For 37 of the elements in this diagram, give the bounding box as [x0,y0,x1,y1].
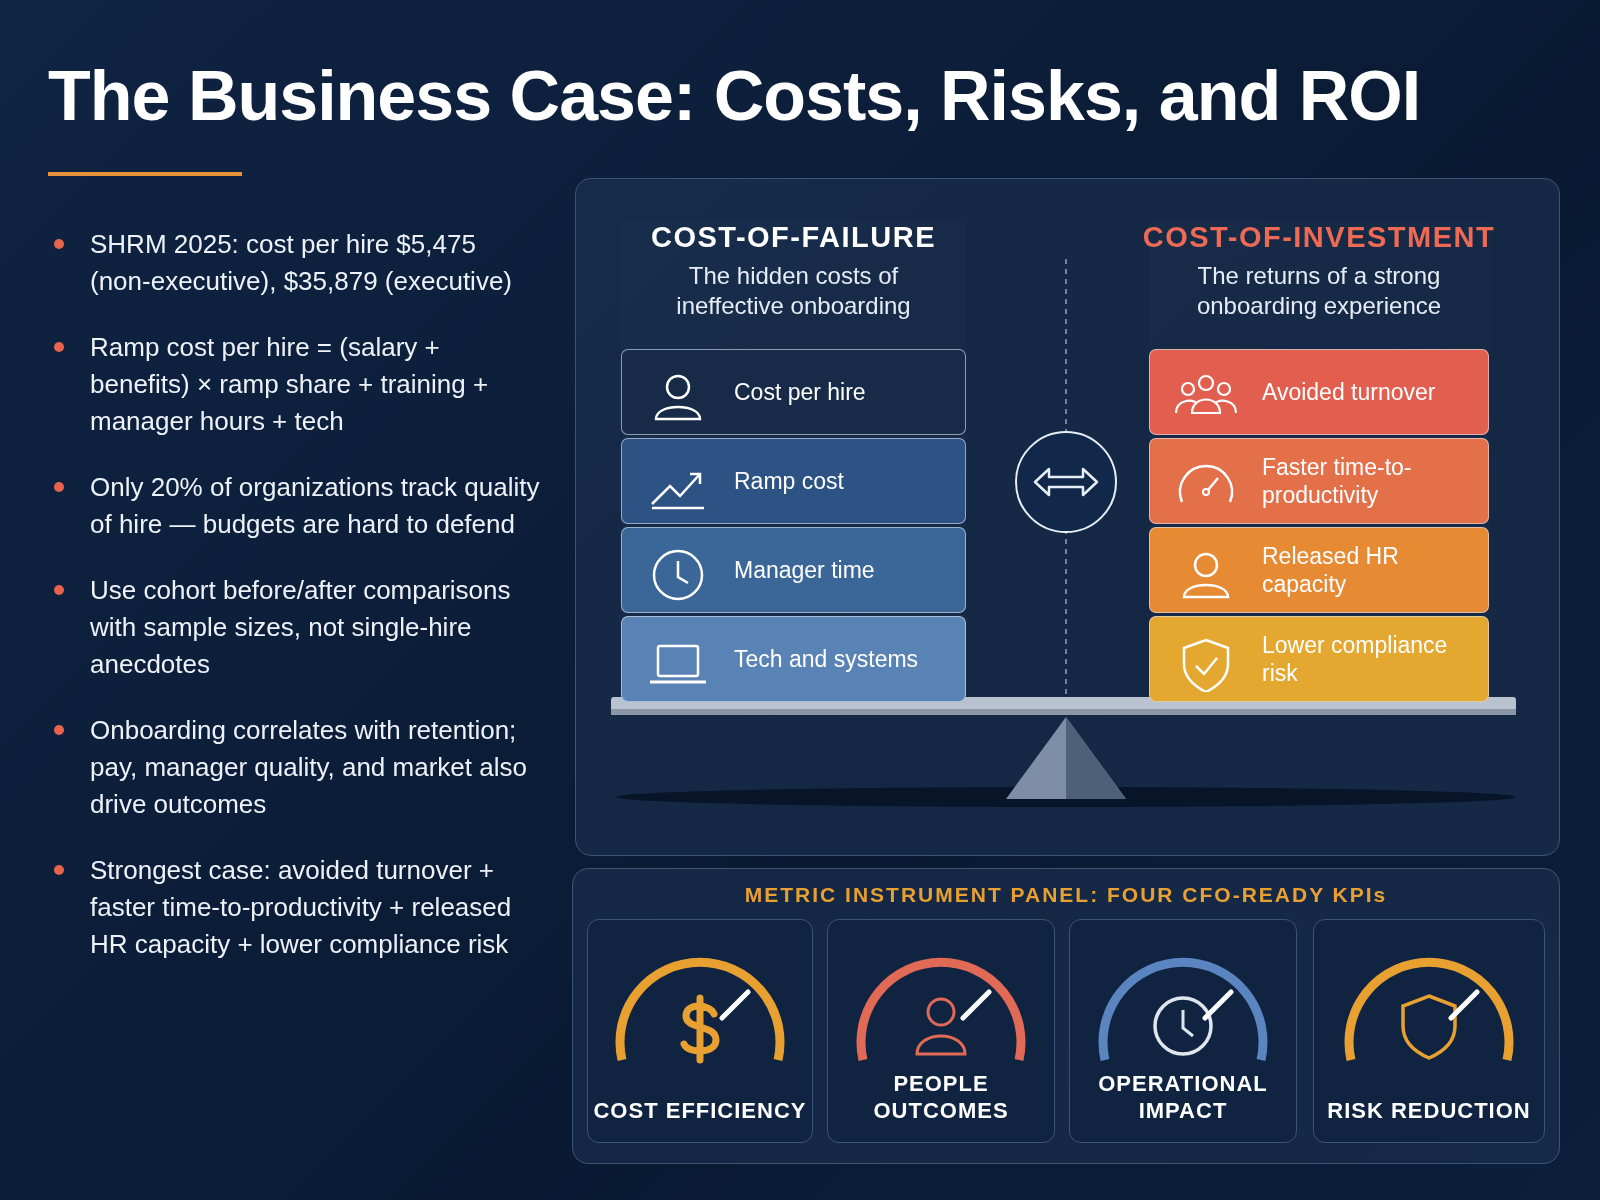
kpi-card [1313,919,1545,1143]
kpi-label: COST EFFICIENCY [592,1097,808,1124]
item-label: Cost per hire [734,378,867,406]
cost-item-box [621,616,966,702]
item-label: Ramp cost [734,467,845,495]
bullet-point: Use cohort before/after comparisons with sample sizes, not single-hire anecdotes [52,572,542,683]
cost-item-box [621,349,966,435]
kpi-card [827,919,1055,1143]
column-subtitle: The hidden costs of ineffective onboarding [675,261,912,321]
bullet-point: Strongest case: avoided turnover + faster time-to-productivity + released HR capacity + lower compliance risk [52,852,542,963]
column-heading: COST-OF-FAILURE [650,221,937,254]
return-item-box [1149,438,1489,524]
item-label: Manager time [734,556,876,584]
title: The Business Case: Costs, Risks, and ROI [48,56,1421,136]
item-label: Tech and systems [734,645,920,673]
panel-heading: METRIC INSTRUMENT PANEL: FOUR CFO-READY KPIs [743,883,1389,907]
bullet-point: Only 20% of organizations track quality of hire — budgets are hard to defend [52,469,542,543]
metric-panel [572,868,1560,1164]
kpi-card [1069,919,1297,1143]
kpi-card [587,919,813,1143]
item-label: Faster time-to-productivity [1262,453,1413,509]
column-heading: COST-OF-INVESTMENT [1142,221,1496,254]
item-label: Released HR capacity [1262,542,1400,598]
kpi-label: RISK REDUCTION [1326,1097,1532,1124]
cost-item-box [621,527,966,613]
bullet-point: Onboarding correlates with retention; pay, manager quality, and market also drive outcomes [52,712,542,823]
bullet-point: SHRM 2025: cost per hire $5,475 (non-executive), $35,879 (executive) [52,226,542,300]
item-label: Avoided turnover [1262,378,1437,406]
return-item-box [1149,349,1489,435]
kpi-label: OPERATIONAL IMPACT [1097,1070,1269,1124]
bullet-point: Ramp cost per hire = (salary + benefits) × ramp share + training + manager hours + tech [52,329,542,440]
return-item-box [1149,527,1489,613]
kpi-label: PEOPLE OUTCOMES [872,1070,1010,1124]
item-label: Lower compliance risk [1262,631,1449,687]
return-item-box [1149,616,1489,702]
cost-item-box [621,438,966,524]
column-subtitle: The returns of a strong onboarding experience [1195,261,1443,321]
